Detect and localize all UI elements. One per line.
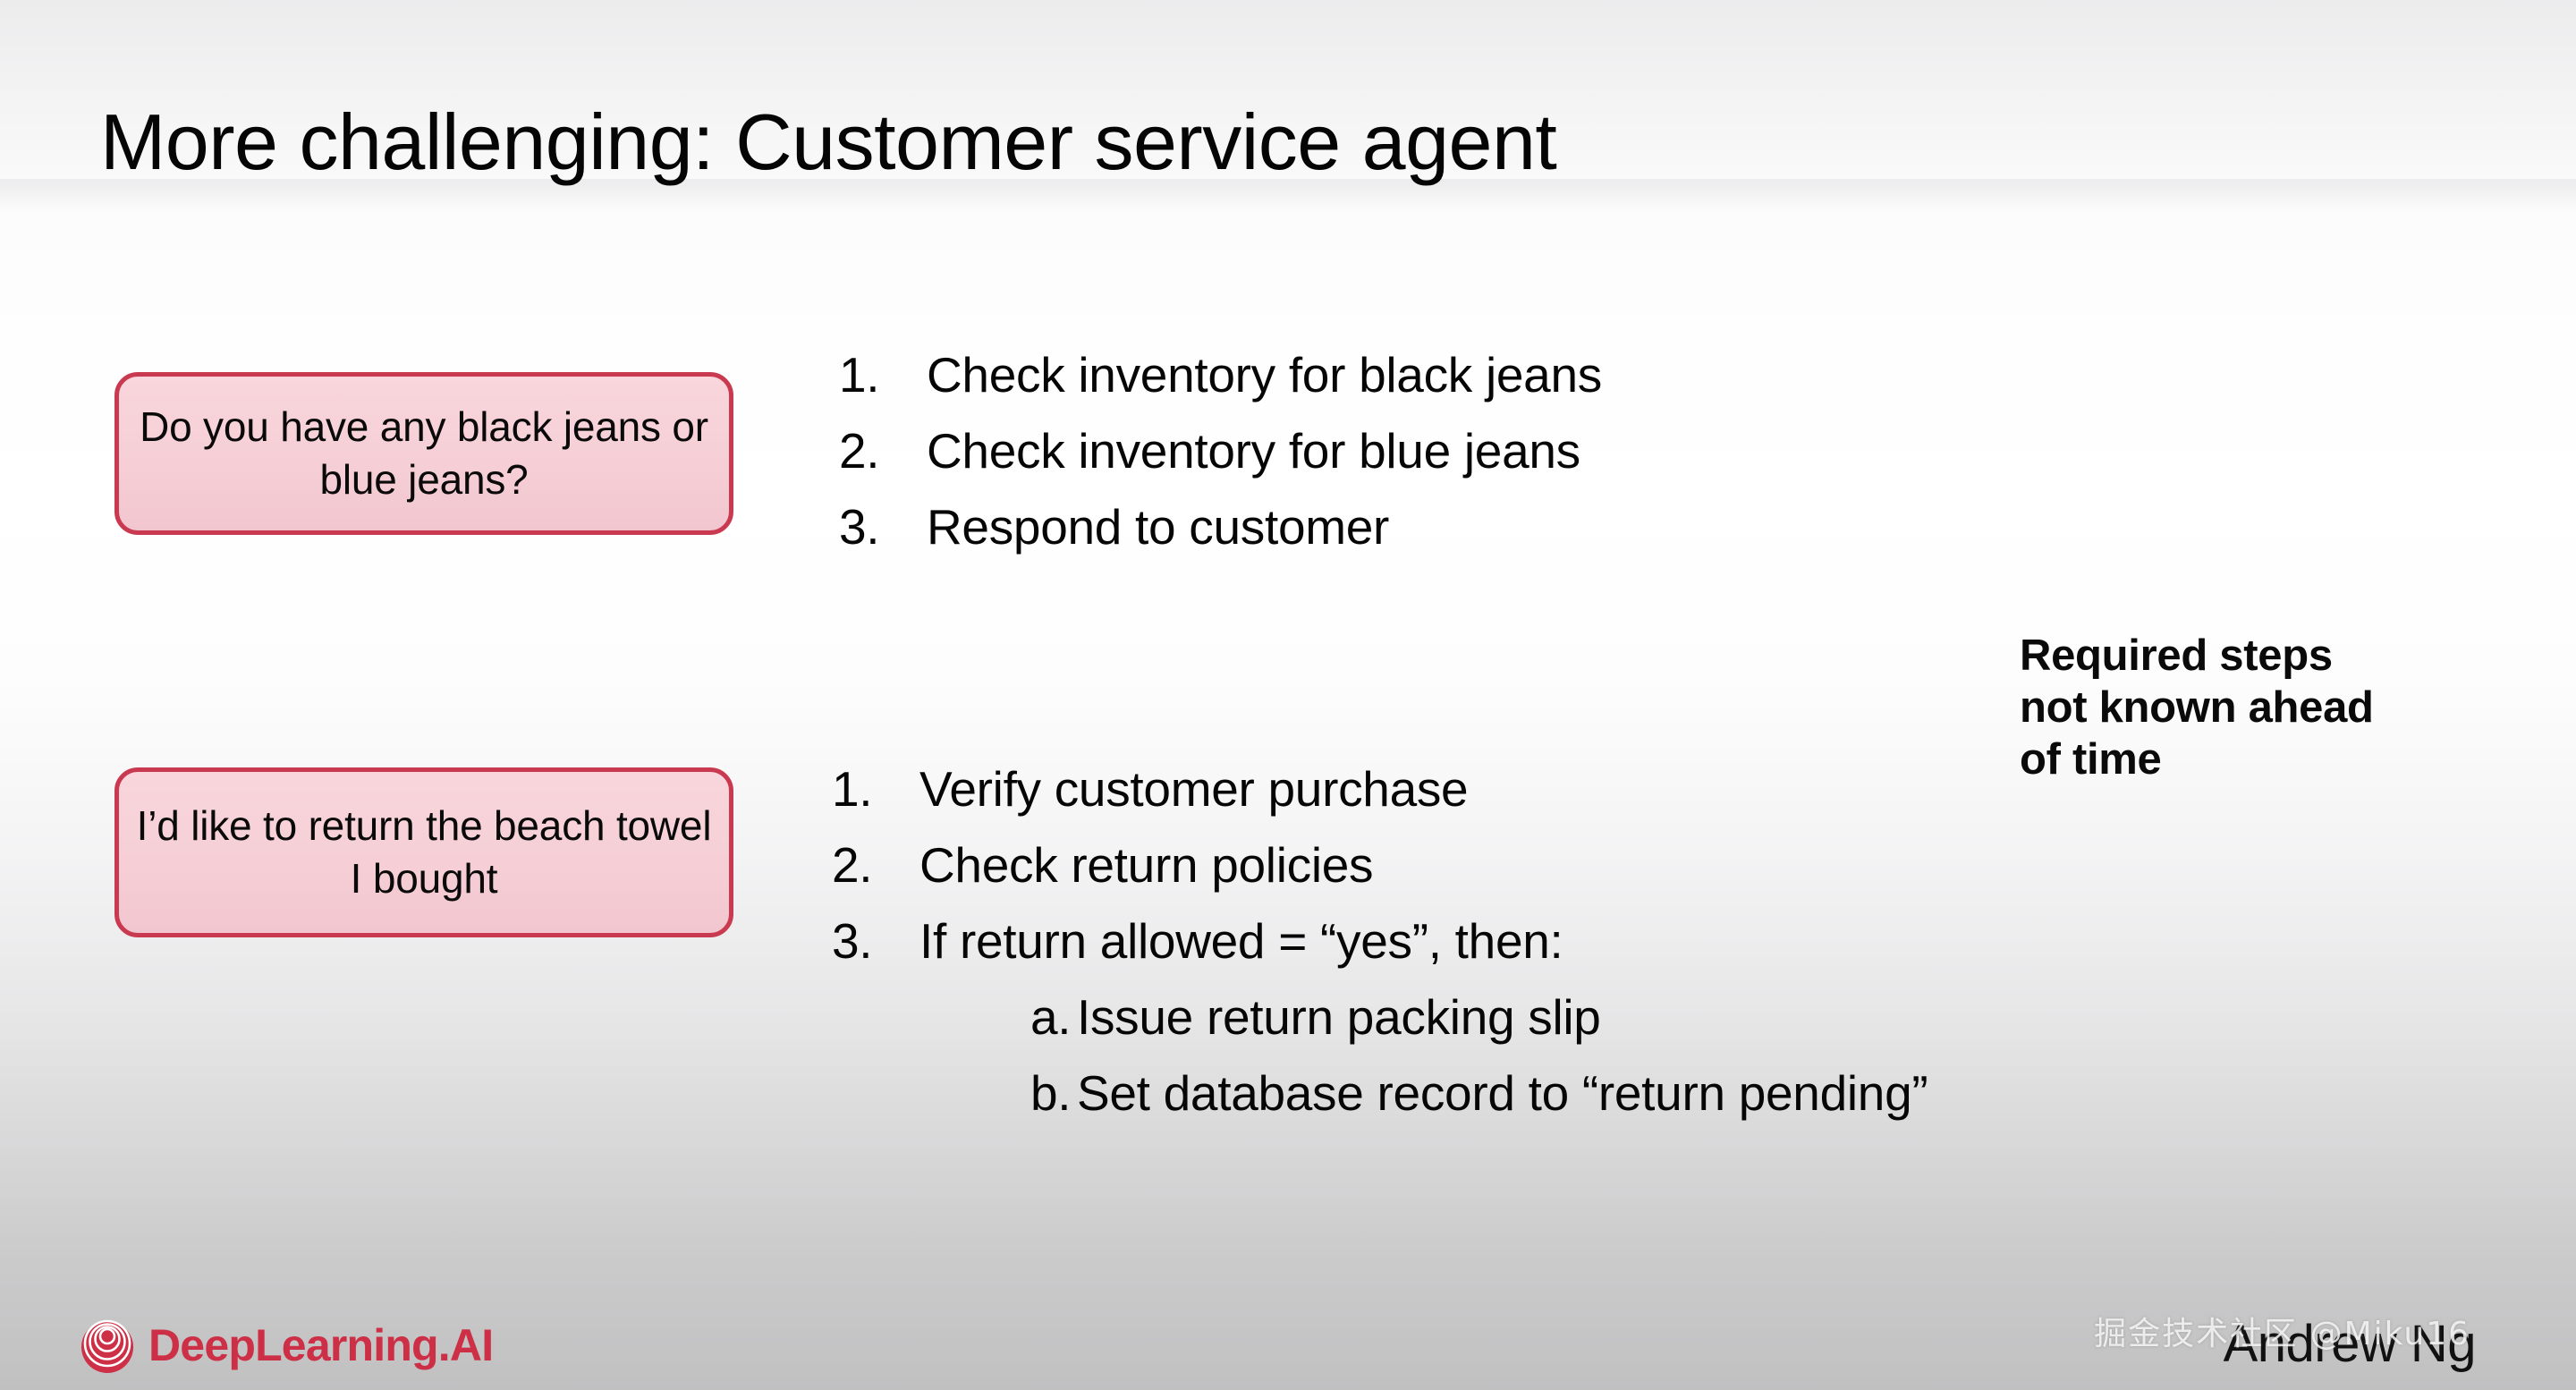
substep-label: Set database record to “return pending” — [1077, 1065, 1928, 1121]
step-number: 2. — [839, 423, 880, 479]
step-label: Check inventory for blue jeans — [927, 423, 1580, 479]
substep-label: Issue return packing slip — [1077, 989, 1601, 1045]
step-label: Check inventory for black jeans — [927, 347, 1602, 403]
brand-logo: DeepLearning.AI — [79, 1317, 494, 1374]
step-item: 1. Check inventory for black jeans — [839, 351, 1602, 400]
annotation-line-1: Required steps — [2020, 631, 2333, 680]
substep-letter: b. — [1030, 1065, 1072, 1121]
customer-message-text-1: Do you have any black jeans or blue jean… — [140, 403, 708, 503]
step-item: 1. Verify customer purchase — [832, 765, 1928, 814]
customer-message-bubble-1: Do you have any black jeans or blue jean… — [114, 372, 733, 535]
substep-item: b. Set database record to “return pendin… — [1030, 1069, 1928, 1118]
step-label: Respond to customer — [927, 499, 1390, 555]
brand-name: DeepLearning.AI — [148, 1320, 494, 1370]
step-item: 2. Check return policies — [832, 841, 1928, 890]
step-number: 1. — [832, 761, 873, 817]
step-label: If return allowed = “yes”, then: — [919, 913, 1563, 969]
step-item: 2. Check inventory for blue jeans — [839, 427, 1602, 476]
step-label: Verify customer purchase — [919, 761, 1469, 817]
annotation-required-steps: Required steps not known ahead of time — [2020, 631, 2556, 785]
step-list-1: 1. Check inventory for black jeans 2. Ch… — [839, 351, 1602, 552]
step-item: 3. Respond to customer — [839, 503, 1602, 552]
step-number: 3. — [832, 913, 873, 969]
speaker-name: Andrew Ng — [2223, 1315, 2477, 1373]
step-number: 1. — [839, 347, 880, 403]
step-number: 3. — [839, 499, 880, 555]
step-label: Check return policies — [919, 837, 1374, 893]
step-number: 2. — [832, 837, 873, 893]
page-title: More challenging: Customer service agent — [100, 97, 1557, 186]
customer-message-bubble-2: I’d like to return the beach towel I bou… — [114, 767, 733, 937]
annotation-line-3: of time — [2020, 734, 2162, 784]
step-item: 3. If return allowed = “yes”, then: — [832, 917, 1928, 966]
substep-item: a. Issue return packing slip — [1030, 993, 1928, 1042]
substep-letter: a. — [1030, 989, 1072, 1045]
customer-message-text-2: I’d like to return the beach towel I bou… — [136, 802, 712, 902]
step-list-2: 1. Verify customer purchase 2. Check ret… — [832, 765, 1928, 1118]
annotation-line-2: not known ahead — [2020, 682, 2374, 732]
deeplearning-spiral-icon — [81, 1319, 133, 1373]
